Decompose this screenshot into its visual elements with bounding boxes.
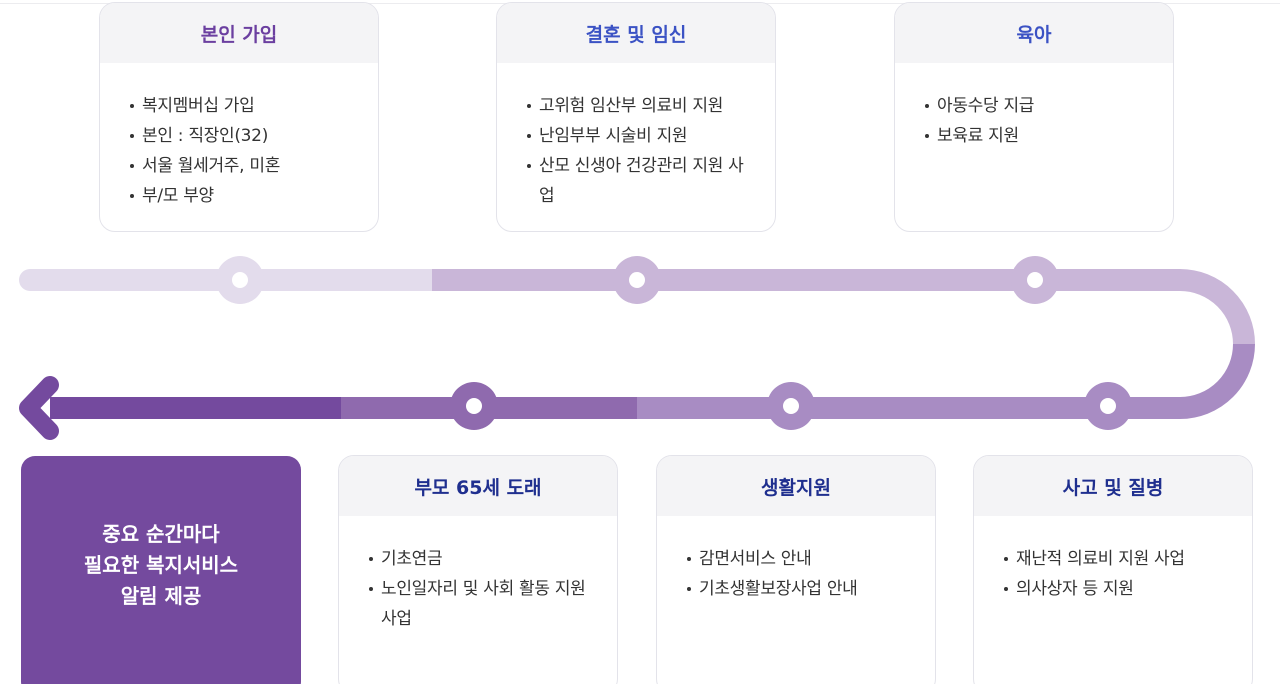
card-self-enroll: 본인 가입 복지멤버십 가입 본인 : 직장인(32) 서울 월세거주, 미혼 …	[99, 2, 379, 232]
card-marriage-pregnancy: 결혼 및 임신 고위험 임산부 의료비 지원 난임부부 시술비 지원 산모 신생…	[496, 2, 776, 232]
card-item: 서울 월세거주, 미혼	[130, 151, 358, 181]
timeline-node-icon	[1084, 382, 1132, 430]
card-title: 사고 및 질병	[974, 456, 1252, 516]
card-item: 보육료 지원	[925, 121, 1153, 151]
card-title: 생활지원	[657, 456, 935, 516]
timeline-node-icon	[450, 382, 498, 430]
card-parents-65: 부모 65세 도래 기초연금 노인일자리 및 사회 활동 지원사업	[338, 455, 618, 684]
card-item: 산모 신생아 건강관리 지원 사업	[527, 151, 755, 211]
timeline-node-icon	[1011, 256, 1059, 304]
card-item: 노인일자리 및 사회 활동 지원사업	[369, 574, 597, 634]
track-curve-upper	[1179, 269, 1255, 345]
card-item: 난임부부 시술비 지원	[527, 121, 755, 151]
card-item: 재난적 의료비 지원 사업	[1004, 544, 1232, 574]
card-item: 감면서비스 안내	[687, 544, 915, 574]
arrow-left-icon	[19, 376, 59, 440]
card-item: 본인 : 직장인(32)	[130, 121, 358, 151]
track-curve-lower	[1179, 343, 1255, 419]
card-title: 본인 가입	[100, 3, 378, 63]
card-item: 기초연금	[369, 544, 597, 574]
card-item: 기초생활보장사업 안내	[687, 574, 915, 604]
hero-text: 중요 순간마다 필요한 복지서비스 알림 제공	[83, 521, 239, 608]
card-title: 육아	[895, 3, 1173, 63]
hero-box: 중요 순간마다 필요한 복지서비스 알림 제공	[21, 456, 301, 684]
timeline-node-icon	[216, 256, 264, 304]
card-childcare: 육아 아동수당 지급 보육료 지원	[894, 2, 1174, 232]
card-item: 부/모 부양	[130, 181, 358, 211]
card-accident-illness: 사고 및 질병 재난적 의료비 지원 사업 의사상자 등 지원	[973, 455, 1253, 684]
card-item: 고위험 임산부 의료비 지원	[527, 91, 755, 121]
card-item: 아동수당 지급	[925, 91, 1153, 121]
card-living-support: 생활지원 감면서비스 안내 기초생활보장사업 안내	[656, 455, 936, 684]
card-item: 의사상자 등 지원	[1004, 574, 1232, 604]
card-item: 복지멤버십 가입	[130, 91, 358, 121]
timeline-node-icon	[613, 256, 661, 304]
card-title: 부모 65세 도래	[339, 456, 617, 516]
card-title: 결혼 및 임신	[497, 3, 775, 63]
timeline-node-icon	[767, 382, 815, 430]
